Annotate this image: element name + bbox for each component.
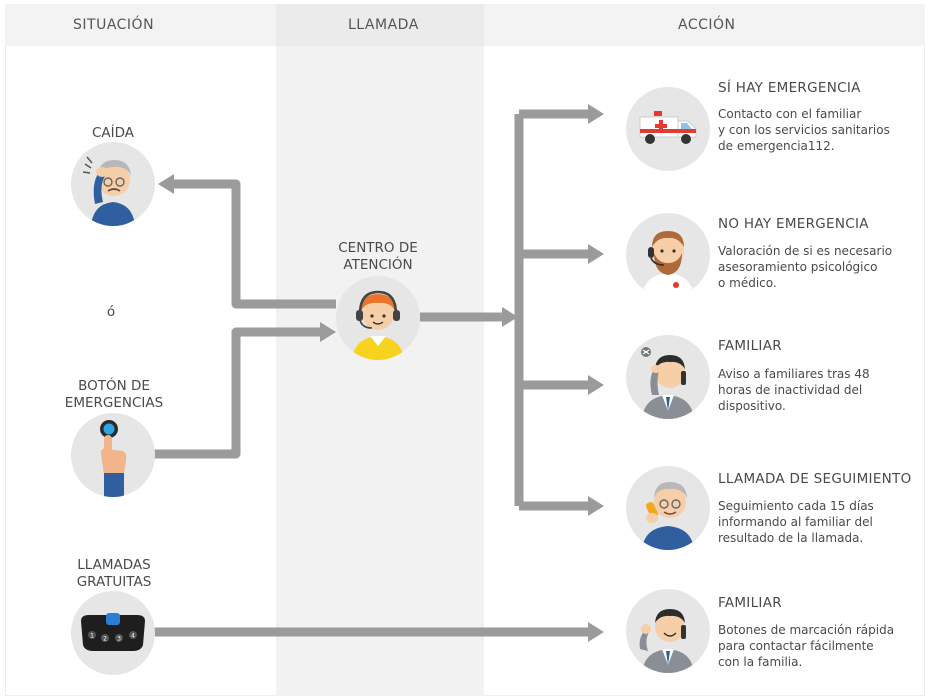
elderly-phone-icon bbox=[626, 466, 710, 550]
keypad-key-3: 3 bbox=[117, 636, 121, 643]
situation-or-label: ó bbox=[106, 304, 116, 320]
action-desc-familiar-2: Botones de marcación rápida para contact… bbox=[718, 623, 895, 669]
situation-caida-label: CAÍDA bbox=[91, 125, 135, 141]
header-llamada-band bbox=[276, 4, 484, 46]
action-title-no-emergencia: NO HAY EMERGENCIA bbox=[718, 216, 869, 232]
arrowhead-caida bbox=[158, 174, 174, 194]
action-title-familiar-2: FAMILIAR bbox=[718, 595, 782, 611]
arrowhead-familiar bbox=[588, 375, 604, 395]
arrowhead-branch bbox=[502, 307, 518, 327]
action-desc-familiar: Aviso a familiares tras 48 horas de inac… bbox=[718, 367, 870, 413]
happy-man-phone-icon bbox=[626, 589, 710, 673]
keypad-key-1: 1 bbox=[90, 633, 94, 640]
header-situacion: SITUACIÓN bbox=[73, 17, 155, 33]
action-desc-seguimiento: Seguimiento cada 15 días informando al f… bbox=[718, 499, 874, 545]
action-desc-no-emergencia: Valoración de si es necesario asesoramie… bbox=[718, 244, 893, 290]
situation-llamadas-label-2: GRATUITAS bbox=[76, 574, 152, 590]
arrow-from-boton bbox=[154, 327, 324, 459]
center-label-2: ATENCIÓN bbox=[343, 257, 413, 273]
situation-boton-label-2: EMERGENCIAS bbox=[64, 395, 164, 411]
situation-boton-label-1: BOTÓN DE bbox=[78, 378, 150, 394]
keypad-key-4: 4 bbox=[131, 633, 135, 640]
elderly-fall-icon bbox=[71, 142, 155, 226]
keypad-device-icon: 1 2 3 4 bbox=[71, 591, 155, 675]
header-llamada: LLAMADA bbox=[348, 17, 419, 33]
arrowhead-centro bbox=[320, 322, 336, 342]
arrowhead-familiar-2 bbox=[588, 622, 604, 642]
keypad-key-2: 2 bbox=[103, 636, 107, 643]
header-accion: ACCIÓN bbox=[678, 17, 736, 33]
emergency-button-icon bbox=[71, 413, 155, 497]
arrow-to-caida bbox=[172, 179, 336, 309]
doctor-headset-icon bbox=[626, 213, 710, 297]
worried-man-phone-icon bbox=[626, 335, 710, 419]
ambulance-icon bbox=[626, 87, 710, 171]
arrowhead-no bbox=[588, 244, 604, 264]
operator-headset-icon bbox=[336, 276, 420, 360]
center-label-1: CENTRO DE bbox=[338, 240, 418, 256]
action-title-familiar: FAMILIAR bbox=[718, 338, 782, 354]
arrowhead-si bbox=[588, 104, 604, 124]
situation-llamadas-label-1: LLAMADAS bbox=[77, 557, 151, 573]
action-title-seguimiento: LLAMADA DE SEGUIMIENTO bbox=[718, 471, 912, 487]
action-title-si-emergencia: SÍ HAY EMERGENCIA bbox=[718, 80, 861, 96]
arrowhead-seguimiento bbox=[588, 496, 604, 516]
action-desc-si-emergencia: Contacto con el familiar y con los servi… bbox=[718, 107, 890, 153]
